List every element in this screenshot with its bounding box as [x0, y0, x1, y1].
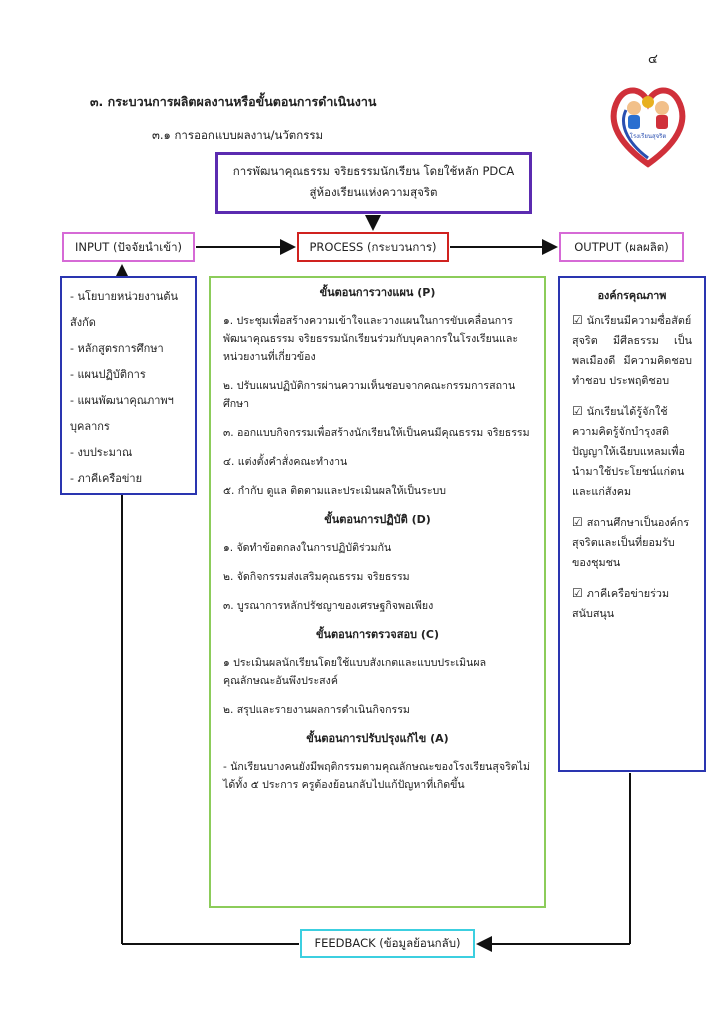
check-item: ๒. สรุปและรายงานผลการดำเนินกิจกรรม [223, 704, 410, 716]
checkbox-icon: ☑ [572, 586, 583, 600]
checkbox-icon: ☑ [572, 404, 583, 418]
do-item: ๑. จัดทำข้อตกลงในการปฏิบัติร่วมกัน [223, 542, 392, 554]
input-item: - แผนพัฒนาคุณภาพฯ บุคลากร [70, 394, 174, 433]
plan-item: ๒. ปรับแผนปฏิบัติการผ่านความเห็นชอบจากคณ… [223, 380, 516, 410]
checkbox-icon: ☑ [572, 313, 583, 327]
plan-item: ๕. กำกับ ดูแล ติดตามและประเมินผลให้เป็นร… [223, 485, 446, 497]
output-item-text: ภาคีเครือข่ายร่วมสนับสนุน [572, 587, 670, 620]
do-item: ๓. บูรณาการหลักปรัชญาของเศรษฐกิจพอเพียง [223, 600, 434, 612]
plan-item: ๑. ประชุมเพื่อสร้างความเข้าใจและวางแผนใน… [223, 315, 519, 363]
input-list: - นโยบายหน่วยงานต้นสังกัด - หลักสูตรการศ… [60, 276, 197, 495]
checkbox-icon: ☑ [572, 515, 583, 529]
section-title: ๓. กระบวนการผลิตผลงานหรือขั้นตอนการดำเนิ… [90, 94, 377, 109]
output-label-box: OUTPUT (ผลผลิต) [559, 232, 684, 262]
input-item: - นโยบายหน่วยงานต้นสังกัด [70, 290, 179, 329]
topic-line-1: การพัฒนาคุณธรรม จริยธรรมนักเรียน โดยใช้ห… [232, 164, 515, 178]
feedback-label-box: FEEDBACK (ข้อมูลย้อนกลับ) [300, 929, 475, 958]
page-number: ๔ [648, 52, 658, 67]
input-label-box: INPUT (ปัจจัยนำเข้า) [62, 232, 195, 262]
plan-item: ๔. แต่งตั้งคำสั่งคณะทำงาน [223, 456, 348, 468]
output-panel: องค์กรคุณภาพ ☑นักเรียนมีความซื่อสัตย์สุจ… [558, 276, 706, 772]
input-item: - ภาคีเครือข่าย [70, 472, 143, 485]
do-item: ๒. จัดกิจกรรมส่งเสริมคุณธรรม จริยธรรม [223, 571, 410, 583]
act-heading: ขั้นตอนการปรับปรุงแก้ไข (A) [306, 732, 449, 745]
output-item: ☑สถานศึกษาเป็นองค์กรสุจริตและเป็นที่ยอมร… [572, 512, 692, 573]
logo-text: โรงเรียนสุจริต [630, 132, 667, 140]
output-item-text: สถานศึกษาเป็นองค์กรสุจริตและเป็นที่ยอมรั… [572, 516, 690, 569]
act-item: - นักเรียนบางคนยังมีพฤติกรรมตามคุณลักษณะ… [223, 761, 530, 791]
plan-heading: ขั้นตอนการวางแผน (P) [319, 286, 436, 299]
input-item: - งบประมาณ [70, 446, 133, 459]
subsection-title: ๓.๑ การออกแบบผลงาน/นวัตกรรม [152, 128, 324, 142]
plan-item: ๓. ออกแบบกิจกรรมเพื่อสร้างนักเรียนให้เป็… [223, 427, 530, 439]
check-heading: ขั้นตอนการตรวจสอบ (C) [316, 628, 439, 641]
output-item: ☑นักเรียนมีความซื่อสัตย์สุจริต มีศีลธรรม… [572, 310, 692, 391]
output-item: ☑ภาคีเครือข่ายร่วมสนับสนุน [572, 583, 692, 624]
check-item: ๑ ประเมินผลนักเรียนโดยใช้แบบสังเกตและแบบ… [223, 657, 487, 687]
do-heading: ขั้นตอนการปฏิบัติ (D) [324, 513, 431, 526]
topic-box: การพัฒนาคุณธรรม จริยธรรมนักเรียน โดยใช้ห… [215, 152, 532, 214]
output-item-text: นักเรียนได้รู้จักใช้ความคิดรู้จักบำรุงสต… [572, 405, 686, 498]
input-item: - แผนปฏิบัติการ [70, 368, 146, 381]
output-heading: องค์กรคุณภาพ [597, 289, 667, 302]
output-item: ☑นักเรียนได้รู้จักใช้ความคิดรู้จักบำรุงส… [572, 401, 692, 502]
output-item-text: นักเรียนมีความซื่อสัตย์สุจริต มีศีลธรรม … [572, 314, 692, 387]
school-logo: โรงเรียนสุจริต [604, 78, 692, 170]
input-item: - หลักสูตรการศึกษา [70, 342, 164, 355]
process-label-box: PROCESS (กระบวนการ) [297, 232, 449, 262]
process-panel: ขั้นตอนการวางแผน (P) ๑. ประชุมเพื่อสร้าง… [209, 276, 546, 908]
topic-line-2: สู่ห้องเรียนแห่งความสุจริต [309, 185, 438, 199]
